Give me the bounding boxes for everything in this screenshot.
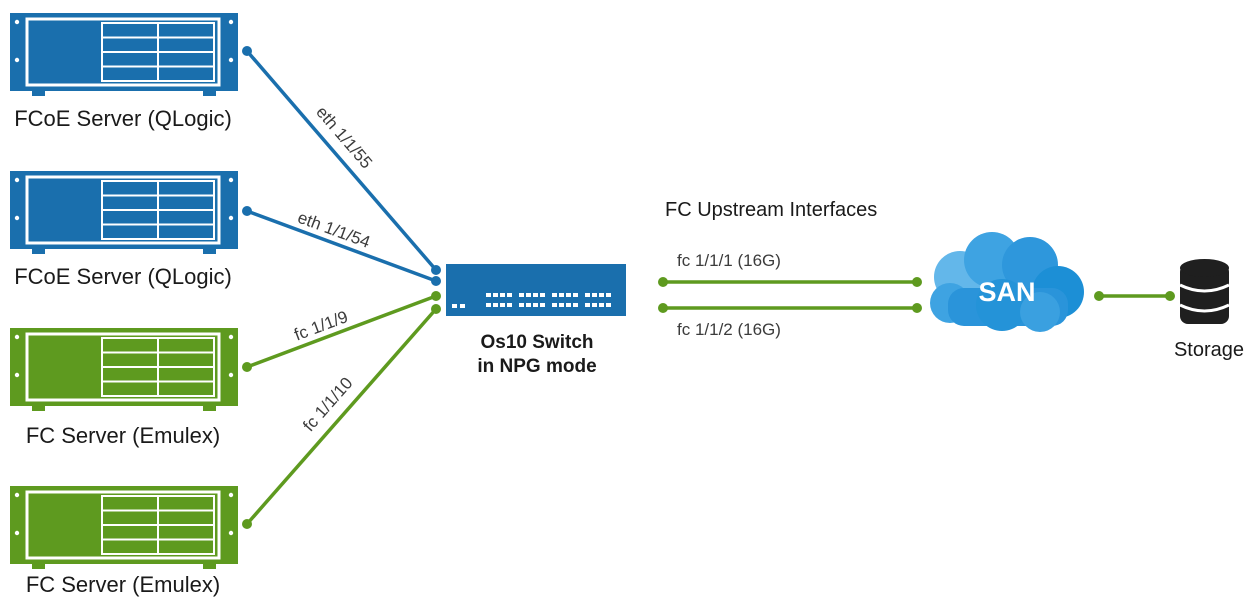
switch-label-line1: Os10 Switch xyxy=(481,332,594,353)
upstream-link-label: fc 1/1/1 (16G) xyxy=(677,251,781,270)
link-fc-1-1-1[interactable]: fc 1/1/1 (16G) xyxy=(658,251,922,287)
port-label: eth 1/1/54 xyxy=(295,208,373,252)
fcoe-server-2[interactable]: FCoE Server (QLogic) xyxy=(10,171,238,289)
server-rack-icon xyxy=(10,486,238,569)
link-fc-1-1-10[interactable] xyxy=(242,304,441,529)
switch-icon xyxy=(446,264,626,316)
port-label: fc 1/1/10 xyxy=(299,374,356,436)
fc-server-1[interactable]: FC Server (Emulex) xyxy=(10,328,238,448)
san-label: SAN xyxy=(978,277,1035,307)
server-rack-icon xyxy=(10,13,238,96)
switch-label-line2: in NPG mode xyxy=(477,356,596,377)
link-eth-1-1-55[interactable] xyxy=(242,46,441,275)
storage[interactable]: Storage xyxy=(1174,259,1244,361)
server-label: FCoE Server (QLogic) xyxy=(14,106,232,131)
os10-switch[interactable]: Os10 Switch in NPG mode xyxy=(446,264,626,377)
link-fc-1-1-2[interactable]: fc 1/1/2 (16G) xyxy=(658,303,922,339)
link-fc-1-1-9[interactable] xyxy=(242,291,441,372)
link-eth-1-1-54[interactable] xyxy=(242,206,441,286)
server-rack-icon xyxy=(10,328,238,411)
server-label: FCoE Server (QLogic) xyxy=(14,264,232,289)
san-cloud[interactable]: SAN xyxy=(930,232,1084,332)
server-rack-icon xyxy=(10,171,238,254)
upstream-link-label: fc 1/1/2 (16G) xyxy=(677,320,781,339)
fcoe-server-1[interactable]: FCoE Server (QLogic) xyxy=(10,13,238,131)
server-label: FC Server (Emulex) xyxy=(26,572,220,597)
server-label: FC Server (Emulex) xyxy=(26,423,220,448)
fc-server-2[interactable]: FC Server (Emulex) xyxy=(10,486,238,597)
upstream-title: FC Upstream Interfaces xyxy=(665,199,877,221)
cloud-icon xyxy=(930,232,1084,332)
database-icon xyxy=(1179,259,1230,324)
storage-label: Storage xyxy=(1174,339,1244,361)
link-san-storage[interactable] xyxy=(1094,291,1175,301)
